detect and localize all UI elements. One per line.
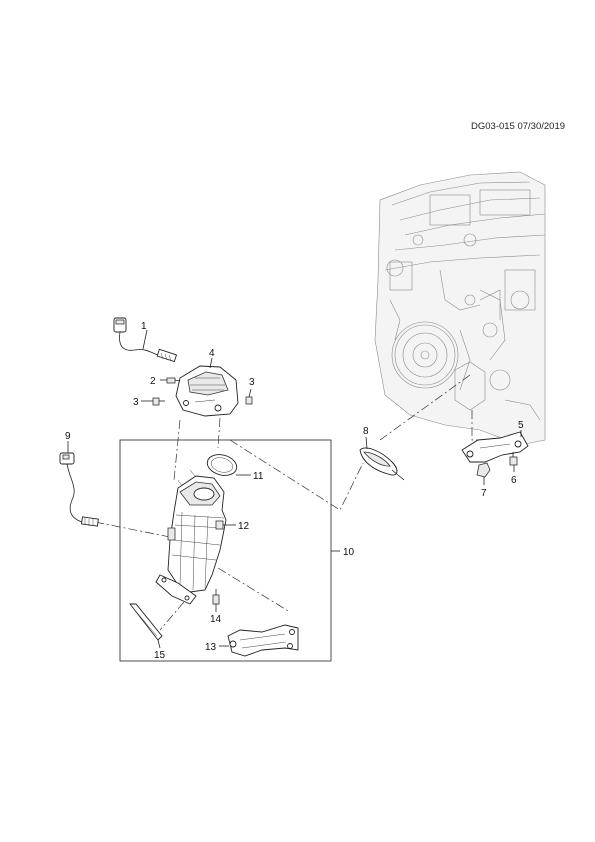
leader-15 <box>157 639 161 649</box>
assembly-10-box <box>119 439 332 662</box>
dashline-sensor-9 <box>94 521 176 539</box>
heat-shield-upper <box>175 365 239 417</box>
stud-part-14 <box>212 589 220 605</box>
callout-6: 6 <box>511 475 517 486</box>
callout-8: 8 <box>363 426 369 437</box>
callout-3-left: 3 <box>133 397 139 408</box>
dashline-gasket-15 <box>159 601 185 631</box>
dashline-manifold-left <box>173 419 181 481</box>
document-id: DG03-015 07/30/2019 <box>471 121 566 132</box>
callout-10: 10 <box>343 547 355 558</box>
catalytic-converter <box>155 469 227 605</box>
dashline-manifold-right <box>217 417 221 449</box>
leader-4 <box>209 357 213 369</box>
callout-15: 15 <box>154 650 166 661</box>
callout-1: 1 <box>141 321 147 332</box>
bolt-part-6 <box>509 452 518 466</box>
nut-part-7 <box>476 462 491 478</box>
callout-12: 12 <box>238 521 250 532</box>
stud-part-2 <box>166 377 181 384</box>
bolt-part-3-right <box>245 396 253 405</box>
leader-3-right <box>248 388 252 398</box>
dashline-bracket-5 <box>471 410 492 441</box>
dashline-bracket-13 <box>217 567 291 613</box>
callout-9: 9 <box>65 431 71 442</box>
callout-4: 4 <box>209 348 215 359</box>
callout-13: 13 <box>205 642 217 653</box>
callout-2: 2 <box>150 376 156 387</box>
leader-8 <box>365 436 368 450</box>
engine-block-illustration <box>374 171 546 446</box>
dashline-gasket-8 <box>229 439 364 511</box>
callout-7: 7 <box>481 488 487 499</box>
bolt-part-3-left <box>152 397 165 406</box>
gasket-part-11 <box>206 454 238 476</box>
callout-11: 11 <box>253 471 264 482</box>
oxygen-sensor-downstream <box>59 452 99 527</box>
dashline-engine <box>379 374 471 441</box>
bolt-part-12 <box>215 520 224 530</box>
gasket-part-15 <box>129 603 163 641</box>
bracket-part-5 <box>461 431 529 463</box>
oxygen-sensor-upstream <box>113 317 178 363</box>
callout-3-right: 3 <box>249 377 255 388</box>
leader-1 <box>142 329 148 350</box>
callout-5: 5 <box>518 420 524 431</box>
gasket-part-8 <box>359 447 405 481</box>
callout-14: 14 <box>210 614 222 625</box>
bracket-part-13 <box>227 624 299 657</box>
